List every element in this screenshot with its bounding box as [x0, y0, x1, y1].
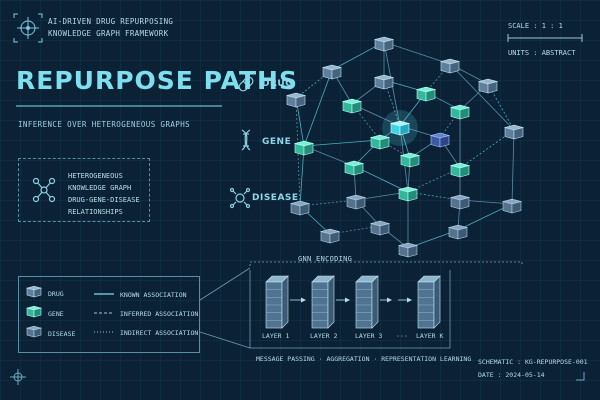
graph-node: [415, 86, 437, 102]
graph-node: [449, 194, 471, 210]
gnn-layer-label: LAYER K: [416, 332, 444, 340]
graph-node: [369, 134, 391, 150]
graph-edge: [449, 63, 515, 131]
description-line: DRUG-GENE-DISEASE: [68, 196, 140, 204]
gnn-layer-block: [355, 275, 379, 329]
description-box: [18, 158, 150, 222]
graph-node: [397, 242, 419, 258]
graph-node: [389, 120, 411, 136]
layer-label-drug: DRUG: [262, 79, 294, 89]
corner-crosshair-icon: [10, 369, 26, 385]
layer-label-gene: GENE: [262, 137, 292, 147]
graph-edge: [459, 129, 515, 169]
legend-node-drug: DRUG: [48, 290, 64, 298]
crosshair-icon: [13, 13, 43, 43]
gnn-layer-label: LAYER 1: [262, 332, 290, 340]
graph-node: [447, 224, 469, 240]
gnn-arrow-head: [387, 297, 392, 303]
graph-nodes: [285, 36, 525, 258]
graph-node: [369, 220, 391, 236]
graph-node: [289, 200, 311, 216]
legend-disease-cube: [25, 325, 43, 338]
gnn-layer-label: LAYER 2: [310, 332, 338, 340]
graph-edge: [299, 145, 305, 207]
layer-label-disease: DISEASE: [252, 193, 299, 203]
legend-box: [18, 276, 200, 353]
description-line: RELATIONSHIPS: [68, 208, 123, 216]
graph-edge: [303, 69, 333, 147]
gnn-caption: MESSAGE PASSING · AGGREGATION · REPRESEN…: [256, 355, 472, 363]
graph-node: [399, 152, 421, 168]
description-line: KNOWLEDGE GRAPH: [68, 184, 132, 192]
graph-node: [341, 98, 363, 114]
graph-node: [285, 92, 307, 108]
graph-node: [503, 124, 525, 140]
scale-bar: [507, 34, 583, 42]
graph-node: [343, 160, 365, 176]
legend-node-disease: DISEASE: [48, 330, 76, 338]
units-label: UNITS : ABSTRACT: [508, 49, 576, 57]
legend-edge-indirect: INDIRECT ASSOCIATION: [120, 329, 199, 337]
graph-node: [397, 186, 419, 202]
graph-node: [449, 104, 471, 120]
legend-edge-inferred: INFERRED ASSOCIATION: [120, 310, 199, 318]
graph-node: [449, 162, 471, 178]
graph-edge: [383, 41, 451, 65]
graph-node: [293, 140, 315, 156]
schematic-label: SCHEMATIC : KG-REPURPOSE-001: [478, 358, 588, 366]
gnn-layer-label: ···: [396, 332, 408, 340]
legend-node-gene: GENE: [48, 310, 64, 318]
graph-edge: [299, 199, 357, 207]
graph-node: [477, 78, 499, 94]
graph-node: [319, 228, 341, 244]
gnn-arrow-head: [301, 297, 306, 303]
page-subtitle: INFERENCE OVER HETEROGENEOUS GRAPHS: [18, 120, 191, 129]
description-text: HETEROGENEOUS KNOWLEDGE GRAPH DRUG-GENE-…: [68, 170, 140, 218]
legend-edge-known: KNOWN ASSOCIATION: [120, 291, 187, 299]
graph-node: [345, 194, 367, 210]
gnn-layer-label: LAYER 3: [355, 332, 383, 340]
gnn-layer-block: [417, 275, 441, 329]
dna-icon: [241, 129, 251, 151]
header-line-2: KNOWLEDGE GRAPH FRAMEWORK: [48, 29, 169, 38]
graph-node: [373, 36, 395, 52]
gnn-title: GNN ENCODING: [298, 255, 353, 263]
header-line-1: AI-DRIVEN DRUG REPURPOSING: [48, 17, 174, 26]
pill-icon: [238, 76, 254, 92]
network-icon: [32, 177, 56, 203]
gnn-arrow-head: [407, 297, 412, 303]
legend-drug-cube: [25, 285, 43, 298]
graph-edge: [511, 129, 515, 205]
graph-node: [321, 64, 343, 80]
gnn-layer-block: [311, 275, 335, 329]
graph-node: [373, 74, 395, 90]
date-label: DATE : 2024-05-14: [478, 371, 545, 379]
graph-node: [429, 132, 451, 148]
graph-node: [439, 58, 461, 74]
legend-gene-cube: [25, 305, 43, 318]
scale-label: SCALE : 1 : 1: [508, 22, 563, 30]
header-subtitle: AI-DRIVEN DRUG REPURPOSING KNOWLEDGE GRA…: [48, 16, 173, 40]
virus-icon: [229, 187, 251, 209]
gnn-arrow-head: [345, 297, 350, 303]
gnn-layer-block: [265, 275, 289, 329]
description-line: HETEROGENEOUS: [68, 172, 123, 180]
graph-node: [501, 198, 523, 214]
page-title: REPURPOSE PATHS: [16, 66, 298, 95]
graph-edge: [303, 139, 381, 147]
